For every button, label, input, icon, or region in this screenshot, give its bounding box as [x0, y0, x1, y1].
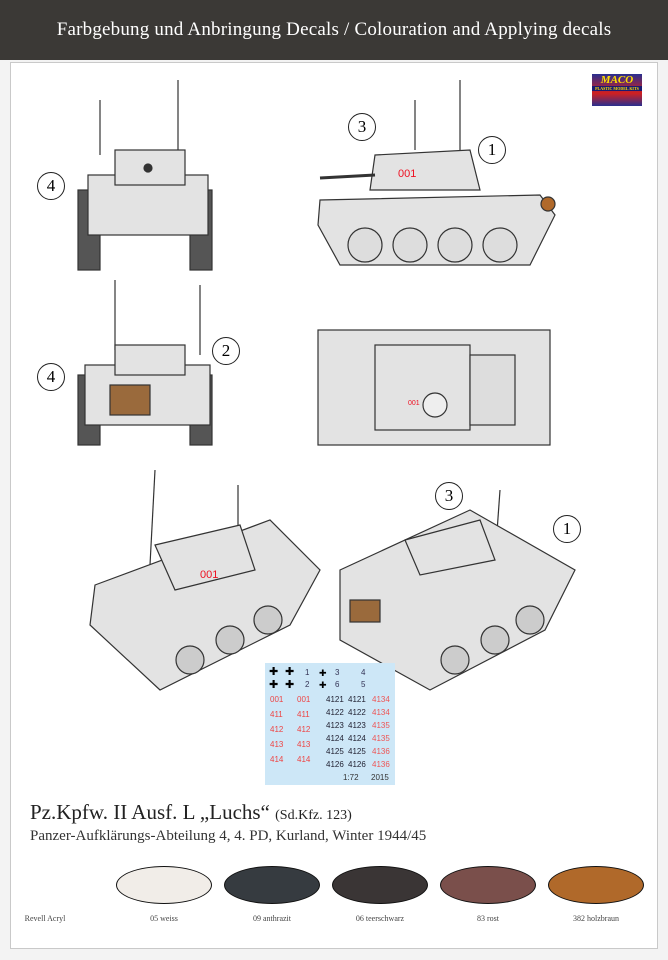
tank-marking: 001 — [408, 400, 420, 407]
paint-swatch — [332, 866, 428, 904]
callout-1: 1 — [478, 136, 506, 164]
tank-marking: 001 — [398, 168, 416, 180]
decal-key: 2 — [305, 680, 310, 689]
decal-number-red: 001 — [297, 695, 311, 704]
decal-number-black: 4124 — [348, 734, 366, 743]
decal-number-black: 4123 — [326, 721, 344, 730]
decal-number-black: 4123 — [348, 721, 366, 730]
decal-number-red: 414 — [297, 755, 311, 764]
balkenkreuz-icon: ✚ — [319, 680, 327, 690]
paint-label: 382 holzbraun — [573, 914, 619, 923]
decal-number-pink: 4136 — [372, 747, 390, 756]
decal-number-black: 4122 — [348, 708, 366, 717]
decal-key: 3 — [335, 668, 340, 677]
decal-number-black: 4121 — [348, 695, 366, 704]
decal-number-black: 4125 — [348, 747, 366, 756]
decal-number-black: 4125 — [326, 747, 344, 756]
header-title: Farbgebung und Anbringung Decals / Colou… — [56, 19, 612, 40]
balkenkreuz-icon: ✚ — [269, 679, 279, 691]
paint-swatch — [548, 866, 644, 904]
vehicle-designation: (Sd.Kfz. 123) — [275, 808, 352, 823]
decal-key: 6 — [335, 680, 340, 689]
decal-number-red: 413 — [270, 740, 284, 749]
paint-swatch — [116, 866, 212, 904]
paint-swatch — [224, 866, 320, 904]
decal-number-red: 414 — [270, 755, 284, 764]
balkenkreuz-icon: ✚ — [319, 668, 327, 678]
decal-number-black: 4121 — [326, 695, 344, 704]
vehicle-title: Pz.Kpfw. II Ausf. L „Luchs“ (Sd.Kfz. 123… — [30, 800, 352, 825]
paint-label: 06 teerschwarz — [355, 914, 405, 923]
tank-side-view — [317, 80, 556, 266]
decal-key: 5 — [361, 680, 366, 689]
callout-4: 4 — [37, 363, 65, 391]
logo-brand: MACO — [600, 74, 634, 86]
decal-number-red: 413 — [297, 740, 311, 749]
decal-number-pink: 4135 — [372, 734, 390, 743]
vehicle-name: Pz.Kpfw. II Ausf. L „Luchs“ — [30, 800, 270, 824]
decal-number-pink: 4134 — [372, 695, 390, 704]
logo-tagline: PLASTIC MODEL KITS — [592, 86, 642, 91]
decal-scale: 1:72 — [343, 773, 359, 782]
decal-number-black: 4124 — [326, 734, 344, 743]
tank-marking: 001 — [200, 569, 218, 581]
decal-number-red: 412 — [297, 725, 311, 734]
decal-key: 1 — [305, 668, 310, 677]
balkenkreuz-icon: ✚ — [285, 679, 295, 691]
paint-label: 83 rost — [477, 914, 499, 923]
decal-number-black: 4126 — [348, 760, 366, 769]
decal-number-pink: 4135 — [372, 721, 390, 730]
decal-year: 2015 — [371, 773, 389, 782]
callout-3: 3 — [348, 113, 376, 141]
tank-3-4-rear-view — [339, 489, 576, 691]
tank-rear-view — [77, 280, 213, 446]
paint-label: 09 anthrazit — [253, 914, 291, 923]
decal-number-red: 412 — [270, 725, 284, 734]
decal-number-red: 411 — [270, 710, 283, 719]
decal-number-red: 411 — [297, 710, 310, 719]
tank-top-view — [317, 329, 551, 446]
vehicle-unit: Panzer-Aufklärungs-Abteilung 4, 4. PD, K… — [30, 828, 427, 844]
callout-4: 4 — [37, 172, 65, 200]
tank-3-4-front-view — [89, 469, 321, 691]
balkenkreuz-icon: ✚ — [269, 666, 279, 678]
page-header: Farbgebung und Anbringung Decals / Colou… — [0, 0, 668, 60]
decal-number-black: 4126 — [326, 760, 344, 769]
paint-brand: Revell Acryl — [24, 914, 66, 923]
decal-number-red: 001 — [270, 695, 284, 704]
decal-number-pink: 4134 — [372, 708, 390, 717]
callout-2: 2 — [212, 337, 240, 365]
tank-front-view — [77, 80, 213, 271]
decal-number-pink: 4136 — [372, 760, 390, 769]
balkenkreuz-icon: ✚ — [285, 666, 295, 678]
decal-key: 4 — [361, 668, 366, 677]
callout-3: 3 — [435, 482, 463, 510]
paint-label: 05 weiss — [150, 914, 178, 923]
callout-1: 1 — [553, 515, 581, 543]
paint-swatch — [440, 866, 536, 904]
decal-number-black: 4122 — [326, 708, 344, 717]
